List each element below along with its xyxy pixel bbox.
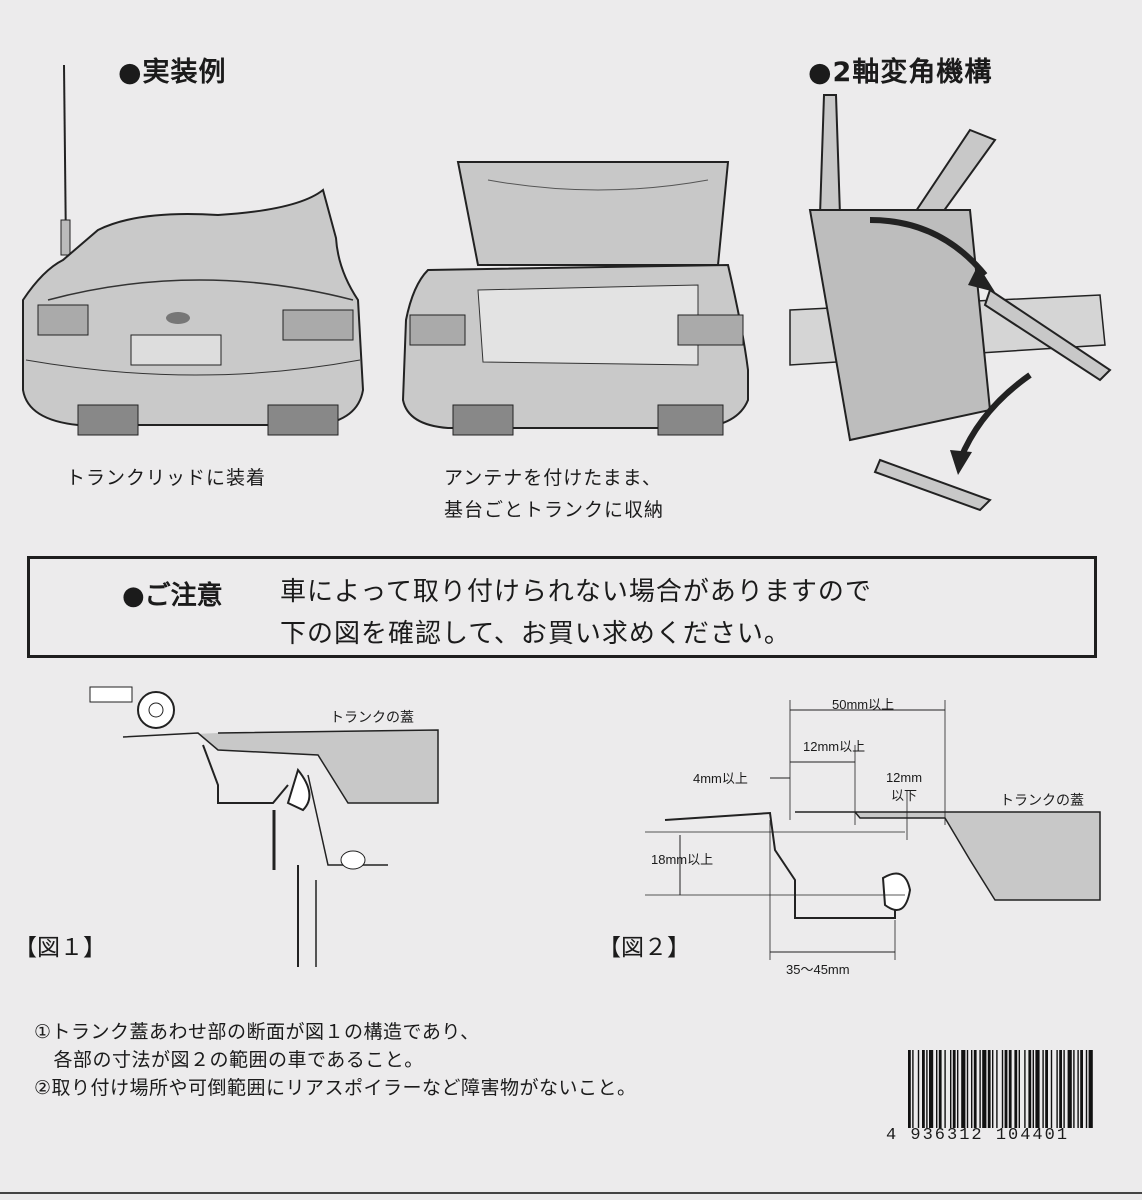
notice-line2: 下の図を確認して、お買い求めください。	[280, 619, 791, 649]
requirement-1-line2: 各部の寸法が図２の範囲の車であること。	[34, 1049, 424, 1071]
requirement-1-line1: ①トランク蓋あわせ部の断面が図１の構造であり、	[34, 1021, 480, 1043]
dim-12mm-min: 12mm以上	[803, 739, 866, 754]
stow-caption-line2: 基台ごとトランクに収納	[444, 499, 665, 521]
two-axis-mechanism-illustration	[789, 94, 1112, 512]
dim-12mm-max: 12mm 以下	[885, 770, 923, 803]
car-trunk-lid-illustration	[22, 64, 365, 436]
figure2-lid-label: トランクの蓋	[1000, 792, 1084, 808]
notice-text: 車によって取り付けられない場合がありますので 下の図を確認して、お買い求めくださ…	[280, 571, 872, 655]
dim-18mm: 18mm以上	[651, 852, 714, 867]
barcode-bars	[908, 1050, 1093, 1128]
bottom-divider	[0, 1192, 1142, 1194]
figure2-label: 【図２】	[598, 935, 690, 961]
figure1-cross-section	[89, 686, 439, 967]
mechanism-heading: ●2軸変角機構	[808, 57, 993, 88]
figure2-dimension-diagram	[645, 700, 1101, 960]
dim-4mm: 4mm以上	[693, 771, 748, 786]
stow-caption-line1: アンテナを付けたまま、	[444, 467, 662, 489]
dim-35-45mm: 35～45mm	[786, 962, 850, 977]
trunk-lid-caption: トランクリッドに装着	[66, 467, 267, 489]
barcode-digits: 4 936312 104401	[886, 1126, 1070, 1145]
dim-50mm: 50mm以上	[832, 697, 895, 712]
requirements: ①トランク蓋あわせ部の断面が図１の構造であり、 各部の寸法が図２の範囲の車である…	[34, 1018, 637, 1102]
notice-label: ●ご注意	[122, 581, 223, 611]
barcode: 4 936312 104401	[886, 1050, 1094, 1150]
figure1-lid-label: トランクの蓋	[330, 709, 414, 725]
car-trunk-open-illustration	[401, 161, 749, 436]
install-example-heading: ●実装例	[118, 57, 227, 88]
notice-line1: 車によって取り付けられない場合がありますので	[280, 577, 872, 607]
notice-box: ●ご注意 車によって取り付けられない場合がありますので 下の図を確認して、お買い…	[27, 556, 1097, 658]
requirement-2: ②取り付け場所や可倒範囲にリアスポイラーなど障害物がないこと。	[34, 1077, 637, 1099]
figure1-label: 【図１】	[14, 935, 106, 961]
